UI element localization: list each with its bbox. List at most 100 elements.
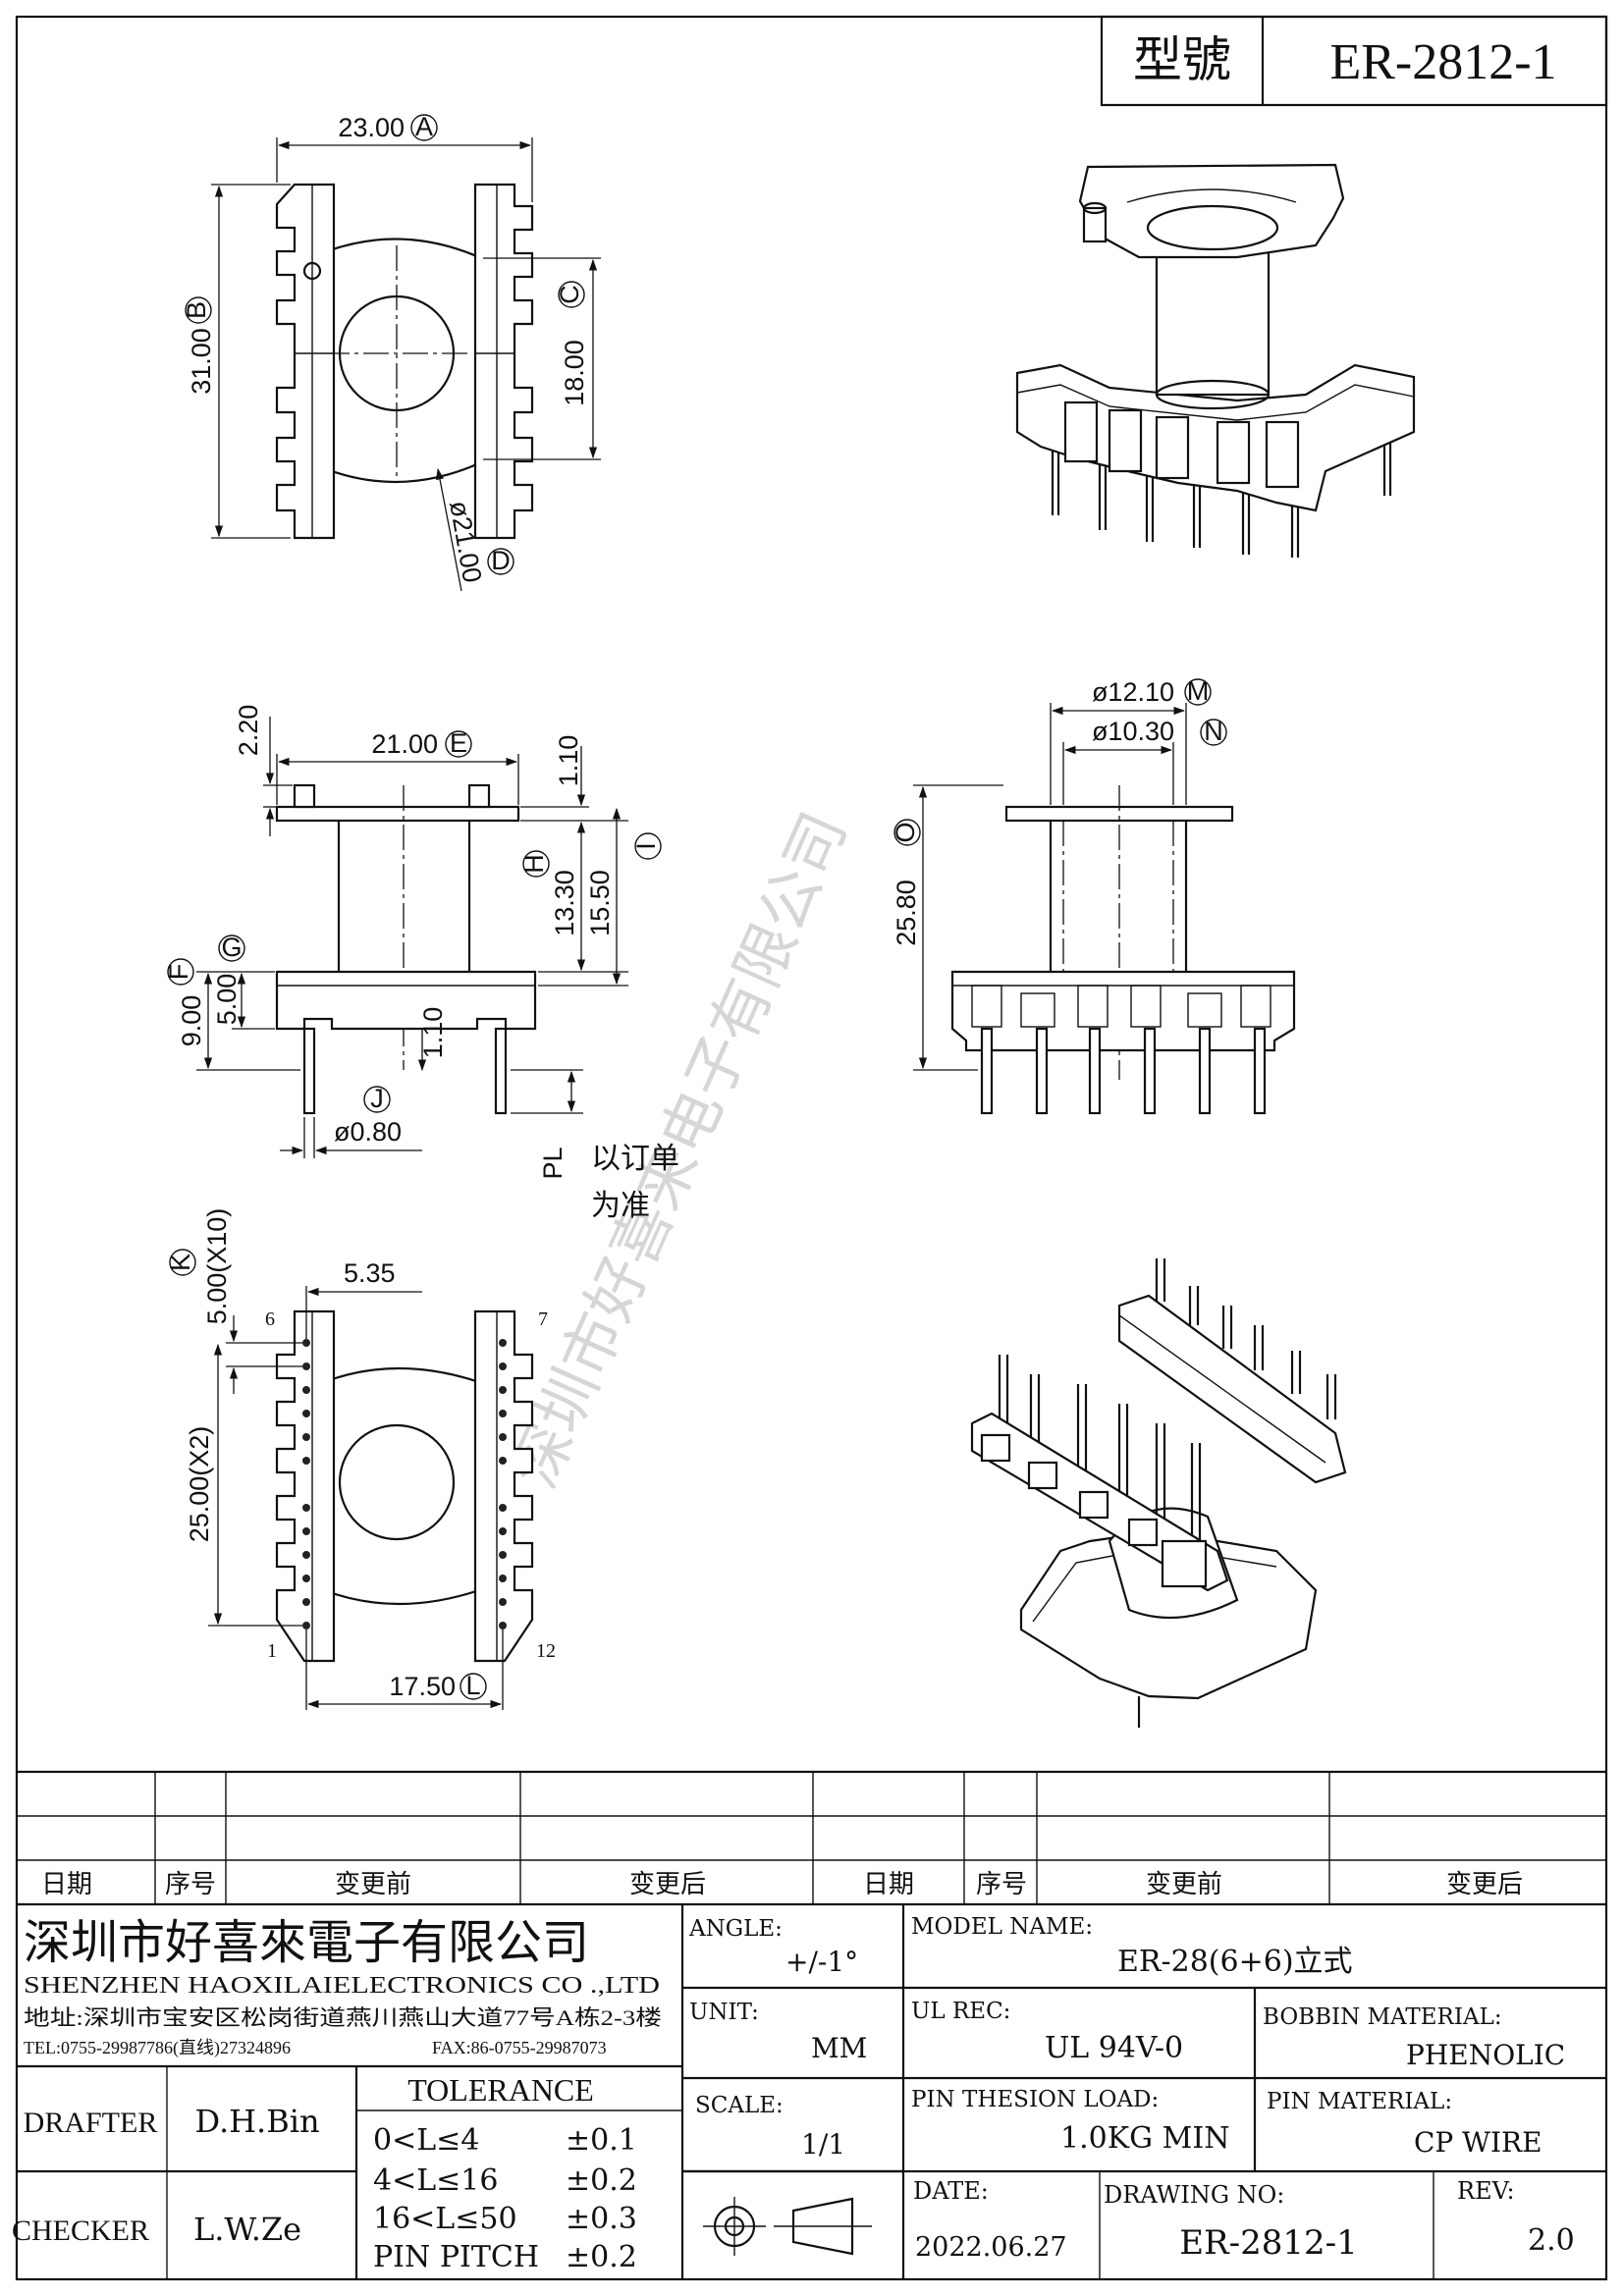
pl-note-1: 以订单 xyxy=(591,1143,679,1175)
pin-material-label: PIN MATERIAL: xyxy=(1267,2089,1452,2114)
scale-label: SCALE: xyxy=(695,2093,784,2118)
dim-j-value: ø0.80 xyxy=(334,1117,402,1147)
company-name-en: SHENZHEN HAOXILAIELECTRONICS CO .,LTD xyxy=(24,1973,660,1999)
model-name-label: MODEL NAME: xyxy=(911,1914,1093,1940)
tolerance-range-3: 16<L≤50 xyxy=(373,2202,517,2236)
company-name-cn: 深圳市好喜來電子有限公司 xyxy=(24,1917,589,1969)
dim-g-mark: G xyxy=(221,933,242,962)
tolerance-value-3: ±0.3 xyxy=(566,2202,637,2236)
tolerance-value-1: ±0.1 xyxy=(566,2123,637,2158)
side-view: ø12.10 M ø10.30 N O 25.80 xyxy=(891,676,1296,1115)
rev-header-seq-2: 序号 xyxy=(976,1870,1027,1898)
dim-m-mark: M xyxy=(1187,676,1210,706)
pl-note-2: 为准 xyxy=(591,1190,650,1222)
rev-header-after-2: 变更后 xyxy=(1446,1870,1523,1898)
rev-header-before-2: 变更前 xyxy=(1146,1870,1222,1898)
drafter-value: D.H.Bin xyxy=(194,2103,319,2140)
title-block: 深圳市好喜來電子有限公司 SHENZHEN HAOXILAIELECTRONIC… xyxy=(12,1904,1606,2279)
unit-value: MM xyxy=(811,2032,867,2064)
model-label: 型號 xyxy=(1133,32,1231,87)
dim-d-mark: D xyxy=(491,546,511,575)
iso-view-top xyxy=(1015,163,1416,558)
pin-label-1: 1 xyxy=(267,1640,277,1662)
dim-k-mark: K xyxy=(166,1254,195,1271)
dim-h-value: 13.30 xyxy=(550,870,579,936)
dim-o-mark: O xyxy=(891,822,920,842)
dim-j-mark: J xyxy=(370,1084,384,1113)
pin-label-12: 12 xyxy=(536,1640,556,1662)
dim-e-mark: E xyxy=(450,728,467,758)
bobbin-label: BOBBIN MATERIAL: xyxy=(1263,2004,1502,2030)
rev-label: REV: xyxy=(1457,2177,1515,2205)
dim-c-mark: C xyxy=(555,285,584,304)
dim-pin-pitch: 25.00(X2) xyxy=(185,1426,214,1543)
rev-header-after-1: 变更后 xyxy=(629,1870,706,1898)
dim-f-value: 9.00 xyxy=(177,995,206,1047)
scale-value: 1/1 xyxy=(801,2128,845,2161)
dim-n-mark: N xyxy=(1204,717,1223,746)
rev-header-seq-1: 序号 xyxy=(165,1870,216,1898)
tolerance-range-2: 4<L≤16 xyxy=(373,2163,498,2198)
pin-label-6: 6 xyxy=(265,1308,275,1330)
revision-table: 日期 序号 变更前 变更后 日期 序号 变更前 变更后 xyxy=(17,1770,1606,1906)
pin-label-7: 7 xyxy=(538,1308,548,1330)
dim-i-mark: I xyxy=(631,842,661,850)
rev-value: 2.0 xyxy=(1528,2223,1575,2258)
dim-h-mark: H xyxy=(519,854,549,874)
dim-l-mark: L xyxy=(465,1671,480,1700)
company-address: 地址:深圳市宝安区松岗街道燕川燕山大道77号A栋2-3楼 xyxy=(24,2005,662,2030)
bottom-view: 6 7 1 12 5.35 5.00(X10) K 25.00(X2) 17.5… xyxy=(166,1208,556,1710)
company-fax: FAX:86-0755-29987073 xyxy=(432,2038,607,2057)
unit-label: UNIT: xyxy=(689,2000,759,2025)
tolerance-title: TOLERANCE xyxy=(407,2072,594,2108)
dim-c-value: 18.00 xyxy=(560,340,589,406)
dim-top-gap: 2.20 xyxy=(234,705,263,757)
iso-view-bottom xyxy=(970,1258,1347,1728)
bobbin-value: PHENOLIC xyxy=(1406,2039,1565,2071)
date-label: DATE: xyxy=(913,2177,989,2205)
angle-value: +/-1° xyxy=(785,1946,858,1978)
dim-e-value: 21.00 xyxy=(371,729,438,759)
dim-a-mark: A xyxy=(415,112,433,141)
tolerance-value-4: ±0.2 xyxy=(566,2240,637,2274)
drafter-label: DRAFTER xyxy=(24,2107,158,2139)
dim-k-value: 5.00(X10) xyxy=(202,1208,232,1325)
top-view: 23.00 A 31.00 B C 18.00 ø21.00 D xyxy=(182,112,601,592)
tolerance-value-2: ±0.2 xyxy=(566,2163,637,2198)
date-value: 2022.06.27 xyxy=(915,2232,1067,2263)
dim-flange-bottom: 1.10 xyxy=(418,1007,448,1059)
sheet-border xyxy=(15,15,1608,2281)
front-view: 2.20 21.00 E 1.10 H 13.30 I 15.50 F 9.00… xyxy=(164,705,679,1222)
rev-header-date-2: 日期 xyxy=(863,1870,914,1898)
angle-label: ANGLE: xyxy=(688,1916,783,1942)
rev-header-date-1: 日期 xyxy=(41,1870,92,1898)
pin-material-value: CP WIRE xyxy=(1414,2126,1542,2159)
rev-header-before-1: 变更前 xyxy=(335,1870,411,1898)
company-tel: TEL:0755-29987786(直线)27324896 xyxy=(24,2038,291,2058)
dim-flange-top: 1.10 xyxy=(554,735,583,787)
projection-symbol-icon xyxy=(703,2197,872,2256)
tolerance-range-4: PIN PITCH xyxy=(373,2240,539,2274)
dim-n-value: ø10.30 xyxy=(1092,717,1174,746)
dim-m-value: ø12.10 xyxy=(1092,677,1174,707)
pin-load-value: 1.0KG MIN xyxy=(1060,2121,1229,2156)
ul-rec-label: UL REC: xyxy=(911,1999,1010,2024)
checker-label: CHECKER xyxy=(12,2215,149,2247)
dim-l-value: 17.50 xyxy=(389,1672,456,1701)
drawing-no-label: DRAWING NO: xyxy=(1104,2181,1284,2209)
dim-a-value: 23.00 xyxy=(338,113,405,142)
dim-i-value: 15.50 xyxy=(585,870,615,936)
checker-value: L.W.Ze xyxy=(193,2211,301,2248)
dim-b-mark: B xyxy=(182,301,211,319)
ul-rec-value: UL 94V-0 xyxy=(1045,2031,1183,2065)
dim-f-mark: F xyxy=(164,964,193,981)
model-name-value: ER-28(6+6)立式 xyxy=(1117,1945,1353,1979)
model-header: 型號 ER-2812-1 xyxy=(1100,15,1608,107)
model-value: ER-2812-1 xyxy=(1329,34,1556,90)
dim-g-value: 5.00 xyxy=(212,974,242,1026)
tolerance-range-1: 0<L≤4 xyxy=(373,2123,479,2158)
dim-pl: PL xyxy=(538,1147,568,1179)
pin-load-label: PIN THESION LOAD: xyxy=(911,2087,1159,2112)
drawing-no-value: ER-2812-1 xyxy=(1179,2223,1358,2263)
